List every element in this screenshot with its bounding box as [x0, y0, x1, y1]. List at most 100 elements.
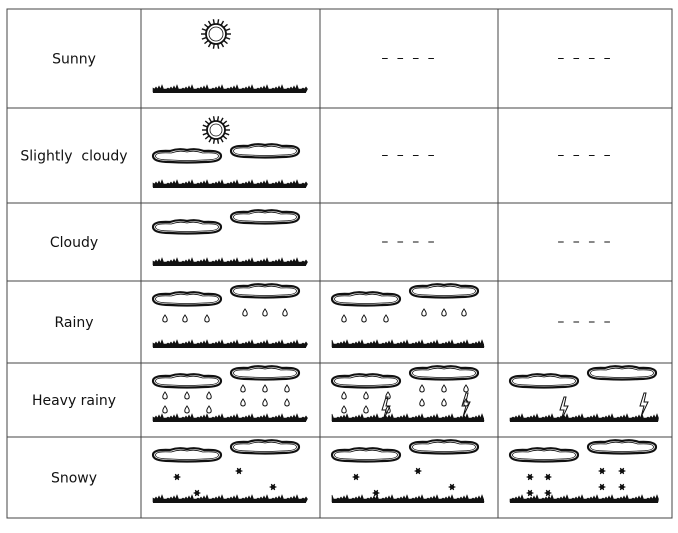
row-label: Slightly cloudy — [20, 149, 127, 165]
cloud-icon — [330, 447, 402, 463]
grass-ground-icon — [152, 179, 308, 188]
row-label: Heavy rainy — [32, 393, 116, 409]
snowflake-icon — [235, 467, 243, 475]
cloud-icon — [229, 439, 301, 455]
raindrop-icon — [441, 384, 447, 393]
grass-ground-icon — [331, 494, 485, 503]
raindrop-icon — [461, 308, 467, 317]
row-label: Rainy — [54, 315, 93, 331]
raindrop-icon — [363, 391, 369, 400]
table-row: Slightly cloudy – – – – – – – – — [20, 116, 612, 188]
table-cell — [330, 439, 485, 503]
raindrop-icon — [262, 398, 268, 407]
row-label: Snowy — [51, 471, 97, 487]
cloud-icon — [151, 219, 223, 235]
grass-ground-icon — [152, 84, 308, 93]
row-label: Cloudy — [50, 235, 98, 251]
empty-cell-dash: – – – – — [557, 314, 612, 330]
empty-cell-dash: – – – – — [557, 234, 612, 250]
table-cell: – – – – — [381, 51, 436, 67]
grass-ground-icon — [509, 494, 659, 503]
snowflake-icon — [193, 489, 201, 497]
raindrop-icon — [341, 314, 347, 323]
table-cell — [330, 365, 485, 422]
table-cell: – – – – — [381, 148, 434, 164]
empty-cell-dash: – – – – — [381, 234, 436, 250]
snowflake-icon — [598, 467, 606, 475]
raindrop-icon — [463, 384, 469, 393]
raindrop-icon — [162, 391, 168, 400]
cloud-icon — [586, 439, 658, 455]
empty-cell-dash: – – – – — [381, 51, 436, 67]
snowflake-icon — [526, 473, 534, 481]
cloud-icon — [508, 373, 580, 389]
sun-icon — [201, 19, 231, 49]
raindrop-icon — [240, 384, 246, 393]
raindrop-icon — [361, 314, 367, 323]
cloud-icon — [408, 283, 480, 299]
table-cell — [151, 209, 308, 266]
cloud-icon — [586, 365, 658, 381]
table-row: Sunny– – – –– – – – — [52, 19, 612, 93]
raindrop-icon — [341, 405, 347, 414]
grass-ground-icon — [331, 339, 485, 348]
table-cell — [151, 283, 308, 348]
snowflake-icon — [544, 489, 552, 497]
cloud-icon — [508, 447, 580, 463]
grass-ground-icon — [152, 494, 308, 503]
raindrop-icon — [162, 314, 168, 323]
snowflake-icon — [372, 489, 380, 497]
cloud-icon — [408, 439, 480, 455]
table-cell — [151, 365, 308, 422]
cloud-icon — [151, 148, 223, 164]
raindrop-icon — [184, 391, 190, 400]
raindrop-icon — [182, 314, 188, 323]
cloud-icon — [408, 365, 480, 381]
raindrop-icon — [162, 405, 168, 414]
cloud-icon — [330, 373, 402, 389]
cloud-icon — [151, 447, 223, 463]
raindrop-icon — [206, 405, 212, 414]
empty-cell-dash: – – – – — [557, 148, 612, 164]
table-row: Rainy – – – – — [54, 283, 612, 348]
raindrop-icon — [441, 398, 447, 407]
table-cell: – – – – — [381, 234, 436, 250]
cloud-icon — [229, 283, 301, 299]
grass-ground-icon — [509, 413, 659, 422]
lightning-icon — [461, 392, 471, 418]
snowflake-icon — [173, 473, 181, 481]
empty-cell-dash: – – – – — [557, 51, 612, 67]
table-cell: – – – – — [557, 314, 612, 330]
cloud-icon — [229, 143, 301, 159]
table-grid-lines — [6, 8, 673, 519]
table-cell — [508, 365, 659, 422]
snowflake-icon — [526, 489, 534, 497]
cloud-icon — [229, 365, 301, 381]
raindrop-icon — [421, 308, 427, 317]
grass-ground-icon — [152, 339, 308, 348]
raindrop-icon — [383, 314, 389, 323]
grass-ground-icon — [152, 413, 308, 422]
raindrop-icon — [363, 405, 369, 414]
snowflake-icon — [618, 467, 626, 475]
lightning-icon — [559, 396, 569, 422]
table-cell: – – – – — [557, 148, 612, 164]
raindrop-icon — [282, 308, 288, 317]
raindrop-icon — [262, 384, 268, 393]
table-cell — [151, 116, 308, 188]
raindrop-icon — [240, 398, 246, 407]
table-row: Snowy — [51, 439, 659, 503]
table-cell: – – – – — [557, 234, 612, 250]
raindrop-icon — [206, 391, 212, 400]
snowflake-icon — [544, 473, 552, 481]
table-border — [6, 8, 673, 519]
grass-ground-icon — [331, 413, 485, 422]
raindrop-icon — [242, 308, 248, 317]
sun-icon — [202, 116, 230, 144]
snowflake-icon — [352, 473, 360, 481]
raindrop-icon — [341, 391, 347, 400]
snowflake-icon — [618, 483, 626, 491]
raindrop-icon — [284, 384, 290, 393]
raindrop-icon — [184, 405, 190, 414]
